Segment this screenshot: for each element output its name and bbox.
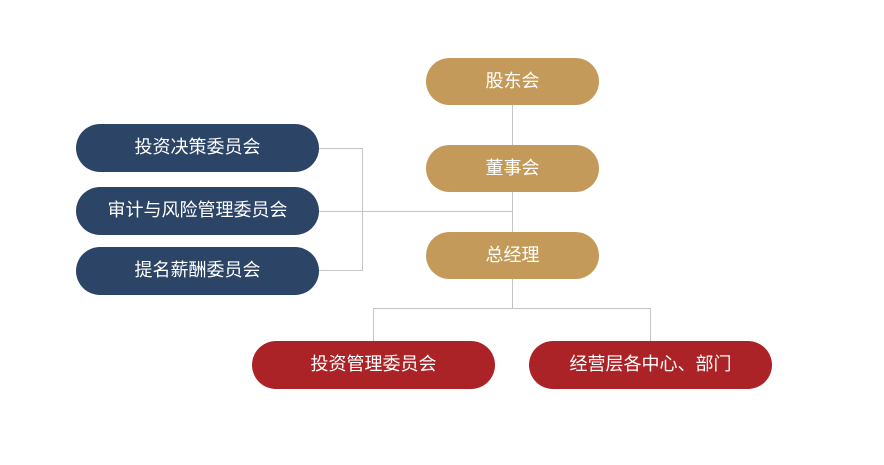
- investment-decision-committee-node: 投资决策委员会: [76, 124, 319, 172]
- board-node: 董事会: [426, 145, 599, 192]
- operations-departments-node: 经营层各中心、部门: [529, 341, 772, 389]
- investment-management-committee-node: 投资管理委员会: [252, 341, 495, 389]
- general-manager-node: 总经理: [426, 232, 599, 279]
- audit-risk-committee-node: 审计与风险管理委员会: [76, 187, 319, 235]
- nomination-compensation-committee-node: 提名薪酬委员会: [76, 247, 319, 295]
- shareholders-node: 股东会: [426, 58, 599, 105]
